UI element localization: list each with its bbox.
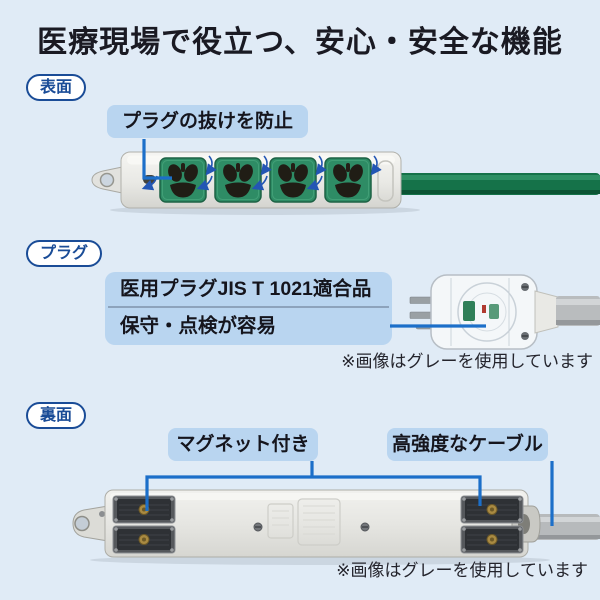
brand-emboss — [377, 160, 394, 202]
outlet-2 — [214, 157, 262, 203]
plug-collar — [534, 290, 559, 334]
callout-cable: 高強度なケーブル — [387, 428, 548, 461]
magnet-4 — [460, 525, 524, 554]
section-badge-front: 表面 — [26, 74, 87, 101]
back-gray-cable — [528, 514, 600, 540]
plug-feature-2: 保守・点検が容易 — [120, 315, 277, 337]
magnet-1 — [112, 495, 176, 524]
plug-image — [409, 274, 600, 350]
outlet-4 — [324, 157, 372, 203]
front-strip-image — [91, 151, 600, 215]
outlet-1 — [159, 157, 207, 203]
plug-info-box: 医用プラグJIS T 1021適合品 保守・点検が容易 — [105, 272, 392, 345]
page-title: 医療現場で役立つ、安心・安全な機能 — [37, 26, 563, 59]
section-badge-back: 裏面 — [26, 402, 87, 429]
plug-gray-cable — [556, 296, 600, 326]
outlet-3 — [269, 157, 317, 203]
hanging-tab — [91, 165, 128, 195]
note-back: ※画像はグレーを使用しています — [336, 561, 588, 580]
rotation-arrows — [141, 155, 382, 191]
plug-feature-1: 医用プラグJIS T 1021適合品 — [120, 278, 372, 300]
callout-magnet: マグネット付き — [168, 428, 318, 461]
section-badge-plug: プラグ — [26, 240, 103, 267]
green-cable — [390, 173, 600, 195]
info-divider — [108, 306, 389, 308]
magnet-3 — [460, 495, 524, 524]
callout-plug-retention: プラグの抜けを防止 — [107, 105, 308, 138]
note-plug: ※画像はグレーを使用しています — [341, 352, 593, 371]
magnet-2 — [112, 525, 176, 554]
mount-tab — [72, 505, 109, 542]
plug-body — [430, 274, 538, 350]
back-strip-image — [72, 489, 600, 565]
